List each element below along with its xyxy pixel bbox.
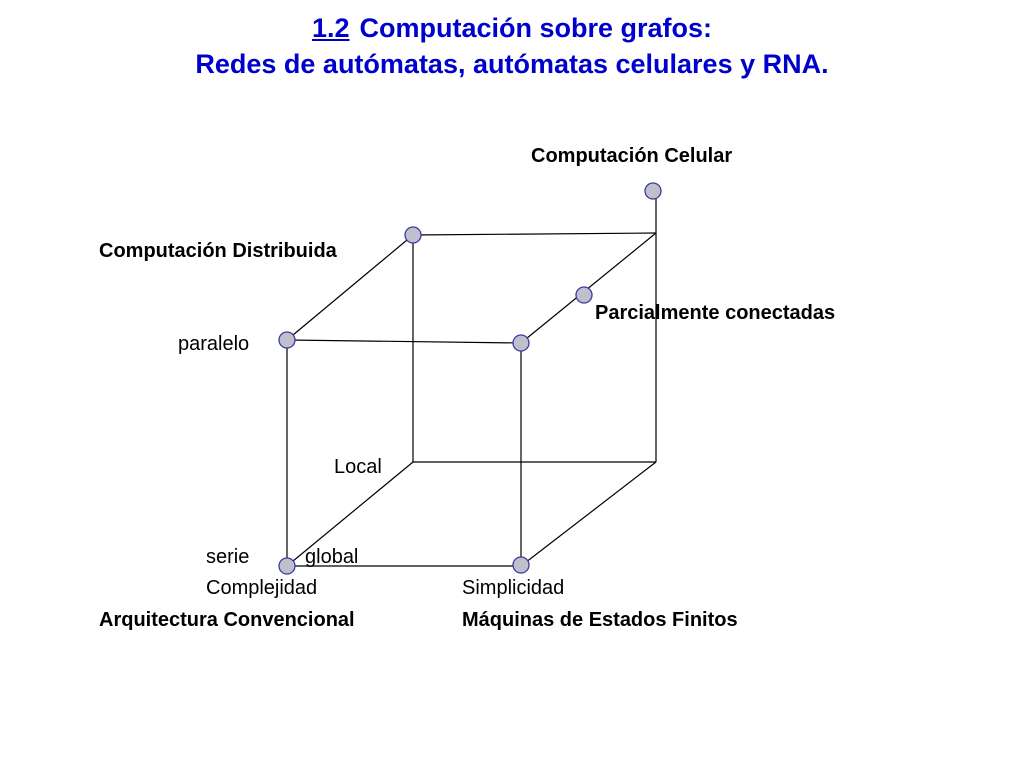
edge-front-top [286, 339, 522, 344]
node-paralelo [278, 331, 296, 349]
title-heading: Computación sobre grafos: [359, 13, 713, 43]
label-complejidad: Complejidad [206, 577, 318, 599]
node-parcialmente-conectadas [575, 286, 593, 304]
label-arquitectura-convencional: Arquitectura Convencional [99, 609, 355, 631]
label-simplicidad: Simplicidad [462, 577, 565, 599]
node-computacion-celular [644, 182, 662, 200]
cube-nodes [278, 182, 662, 575]
cube-edges [286, 191, 657, 567]
label-serie: serie [206, 546, 250, 568]
title-line-2: Redes de autómatas, autómatas celulares … [195, 49, 829, 79]
edge-bottom-right-diagonal [520, 461, 657, 567]
label-parcialmente-conectadas: Parcialmente conectadas [595, 302, 836, 324]
title-line-1: 1.2 Computación sobre grafos: [0, 10, 1024, 46]
label-paralelo: paralelo [178, 333, 250, 355]
edge-back-top [412, 232, 657, 236]
label-computacion-celular: Computación Celular [531, 145, 733, 167]
title-section-number: 1.2 [311, 13, 350, 43]
node-arquitectura-convencional [278, 557, 296, 575]
label-local: Local [334, 456, 382, 478]
label-computacion-distribuida: Computación Distribuida [99, 240, 337, 262]
slide-title: 1.2 Computación sobre grafos: Redes de au… [0, 10, 1024, 82]
node-computacion-distribuida [404, 226, 422, 244]
edge-bottom-left-diagonal [286, 461, 414, 567]
node-maquinas-estados-finitos [512, 556, 530, 574]
label-maquinas-estados-finitos: Máquinas de Estados Finitos [462, 609, 738, 631]
node-front-top-right [512, 334, 530, 352]
edge-top-left-diagonal [286, 234, 414, 341]
label-global: global [305, 546, 359, 568]
